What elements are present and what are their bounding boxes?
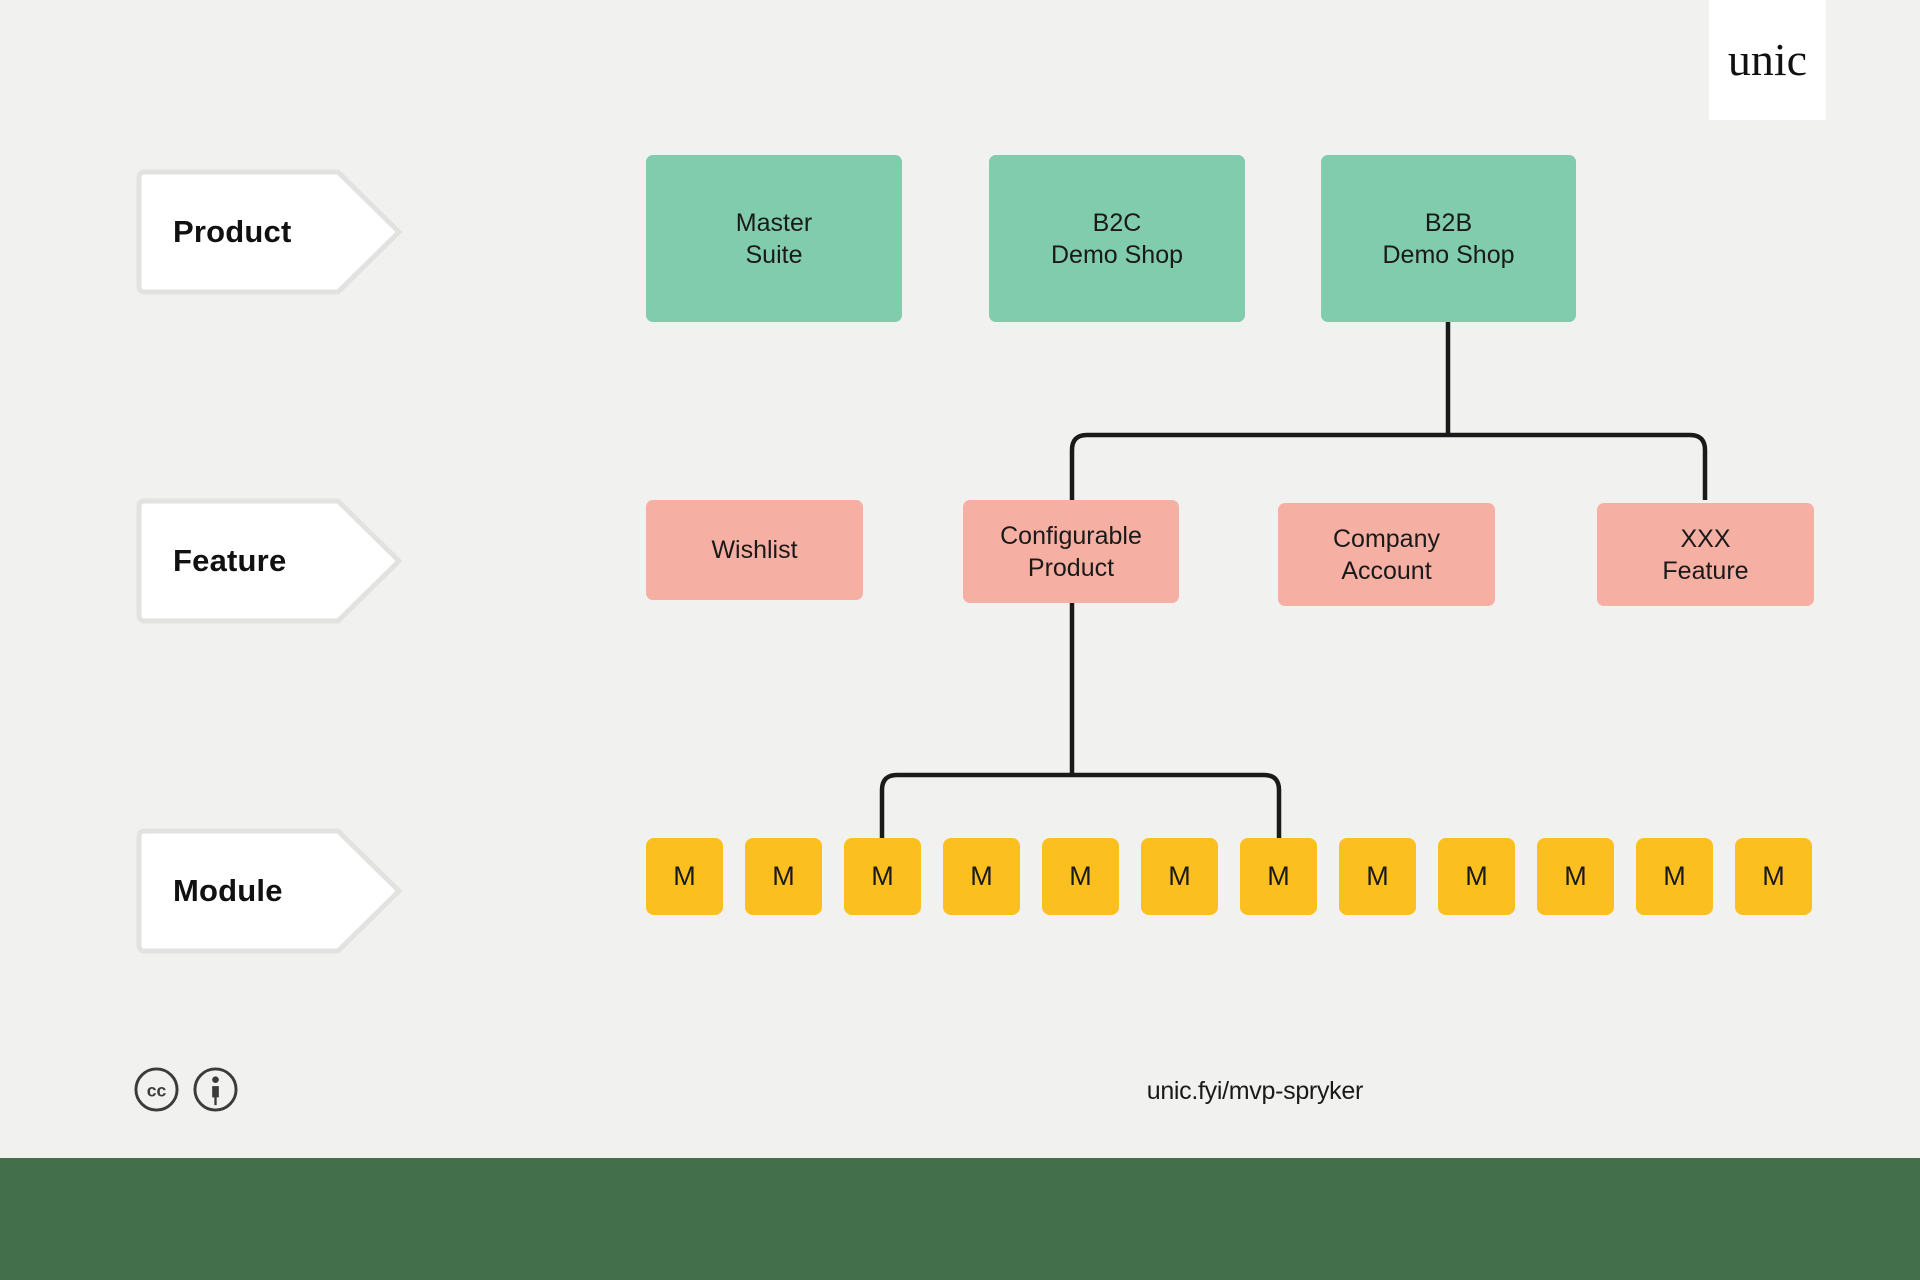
- creative-commons-icon[interactable]: cc: [133, 1066, 180, 1113]
- module-node-11-label: M: [1762, 861, 1785, 892]
- module-node-6[interactable]: M: [1240, 838, 1317, 915]
- module-node-4-label: M: [1069, 861, 1092, 892]
- feature-node-1[interactable]: Configurable Product: [963, 500, 1179, 603]
- attribution-icon[interactable]: [192, 1066, 239, 1113]
- unic-logo-text: unic: [1727, 34, 1808, 85]
- licence-icons: cc: [133, 1066, 239, 1113]
- unic-logo: unic: [1709, 0, 1826, 120]
- feature-node-3[interactable]: XXX Feature: [1597, 503, 1814, 606]
- lane-tag-product: Product: [133, 168, 405, 296]
- feature-node-2-label: Company Account: [1333, 524, 1440, 585]
- lane-label-feature: Feature: [173, 543, 287, 578]
- footer-url[interactable]: unic.fyi/mvp-spryker: [1146, 1077, 1364, 1105]
- edge-b2b-to-features: [1069, 432, 1708, 500]
- lane-tag-feature: Feature: [133, 497, 405, 625]
- product-node-0-label: Master Suite: [735, 208, 813, 269]
- svg-text:cc: cc: [147, 1080, 167, 1100]
- module-node-10[interactable]: M: [1636, 838, 1713, 915]
- feature-node-1-label: Configurable Product: [1000, 521, 1142, 582]
- lane-tag-shape: [136, 828, 403, 954]
- module-node-8[interactable]: M: [1438, 838, 1515, 915]
- module-node-8-label: M: [1465, 861, 1488, 892]
- product-node-2-label: B2B Demo Shop: [1382, 208, 1515, 269]
- module-node-2[interactable]: M: [844, 838, 921, 915]
- product-node-2[interactable]: B2B Demo Shop: [1321, 155, 1576, 322]
- module-node-9-label: M: [1564, 861, 1587, 892]
- module-node-7[interactable]: M: [1339, 838, 1416, 915]
- module-node-5[interactable]: M: [1141, 838, 1218, 915]
- module-node-5-label: M: [1168, 861, 1191, 892]
- product-node-0[interactable]: Master Suite: [646, 155, 902, 322]
- module-node-3-label: M: [970, 861, 993, 892]
- lane-label-module: Module: [173, 873, 283, 908]
- product-node-1[interactable]: B2C Demo Shop: [989, 155, 1245, 322]
- module-node-0-label: M: [673, 861, 696, 892]
- module-node-11[interactable]: M: [1735, 838, 1812, 915]
- feature-node-2[interactable]: Company Account: [1278, 503, 1495, 606]
- module-node-2-label: M: [871, 861, 894, 892]
- lane-tag-module: Module: [133, 827, 405, 955]
- module-node-4[interactable]: M: [1042, 838, 1119, 915]
- product-node-1-label: B2C Demo Shop: [1050, 208, 1184, 269]
- lane-label-product: Product: [173, 214, 292, 249]
- module-node-1-label: M: [772, 861, 795, 892]
- module-node-0[interactable]: M: [646, 838, 723, 915]
- module-node-3[interactable]: M: [943, 838, 1020, 915]
- feature-node-3-label: XXX Feature: [1662, 524, 1749, 585]
- edge-cfgproduct-to-modules: [879, 772, 1282, 838]
- lane-tag-shape: [136, 498, 403, 624]
- module-node-10-label: M: [1663, 861, 1686, 892]
- module-node-9[interactable]: M: [1537, 838, 1614, 915]
- feature-node-0-label: Wishlist: [711, 536, 798, 564]
- module-node-7-label: M: [1366, 861, 1389, 892]
- module-node-6-label: M: [1267, 861, 1290, 892]
- feature-node-0[interactable]: Wishlist: [646, 500, 863, 600]
- lane-tag-shape: [136, 169, 403, 295]
- footer-band: [0, 1158, 1920, 1280]
- module-node-1[interactable]: M: [745, 838, 822, 915]
